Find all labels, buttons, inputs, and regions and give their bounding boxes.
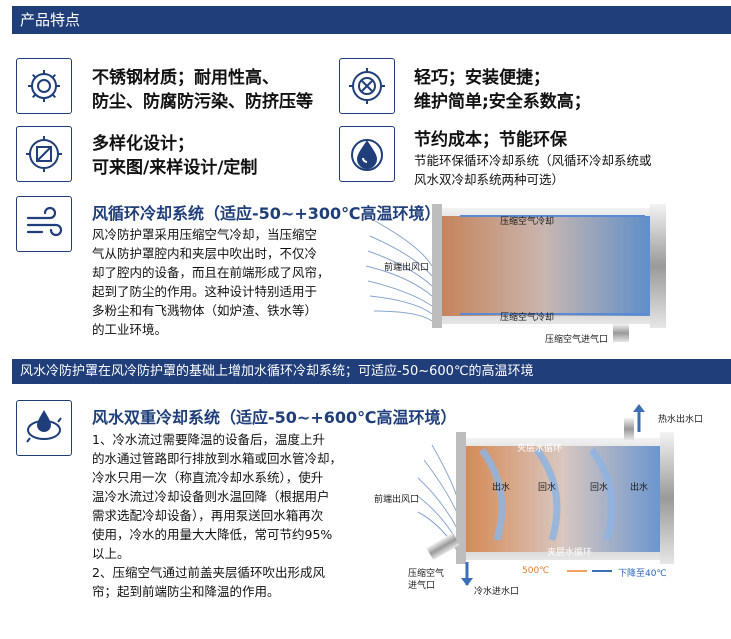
temp-high-label: 500℃ — [522, 566, 550, 576]
air-bottom-label: 压缩空气冷却 — [500, 313, 555, 323]
water-system-description: 1、冷水流过需要降温的设备后，温度上升 的水通过管路即行排放到水箱或回水管冷却，… — [92, 430, 362, 601]
water-line: 2、压缩空气通过前盖夹层循环吹出形成风 — [92, 565, 325, 580]
air-outlet-label: 前端出风口 — [384, 263, 430, 273]
flow-return-label: 回水 — [538, 483, 557, 493]
water-drop-icon — [339, 126, 395, 182]
air-line: 起到了防尘的作用。这种设计特别适用于 — [92, 284, 318, 299]
flow-out2-label: 出水 — [630, 483, 649, 493]
tools-gear-icon — [339, 58, 395, 114]
air-inlet-label: 压缩空气进气口 — [545, 335, 609, 345]
feature-1-title-line2: 防尘、防腐防污染、防挤压等 — [92, 92, 313, 112]
feature-4-title: 节约成本；节能环保 — [414, 130, 567, 150]
feature-2-title-line1: 轻巧；安装便捷； — [414, 68, 550, 88]
wind-icon — [16, 196, 72, 252]
water-line: 需求选配冷却设备），再用泵送回水箱再次 — [92, 508, 324, 523]
feature-3-title-line1: 多样化设计； — [92, 134, 194, 154]
water-system-title: 风水双重冷却系统（适应-50~+600℃高温环境） — [92, 408, 457, 427]
top-band-label: 夹层水循环 — [517, 444, 563, 454]
water-outlet-label: 前端出风口 — [374, 495, 420, 505]
water-cooling-diagram: 热水出水口 夹层水循环 夹层水循环 出水 回水 回水 出水 前端出风口 压缩空气… — [362, 400, 731, 636]
gear-icon — [16, 58, 72, 114]
air-line: 却了腔内的设备，而且在前端形成了风帘， — [92, 265, 330, 280]
flow-out-label: 出水 — [492, 483, 511, 493]
info-band: 风水冷防护罩在风冷防护罩的基础上增加水循环冷却系统；可适应-50~600℃的高温… — [12, 359, 731, 384]
feature-2-title-line2: 维护简单;安全系数高； — [414, 92, 591, 112]
air-line: 风冷防护罩采用压缩空气冷却，当压缩空 — [92, 227, 318, 242]
water-line: 的水通过管路即行排放到水箱或回水管冷却， — [92, 451, 343, 466]
flow-return2-label: 回水 — [590, 483, 609, 493]
air-line: 多粉尘和有飞溅物体（如炉渣、铁水等） — [92, 303, 318, 318]
air-cooling-diagram: 压缩空气冷却 压缩空气冷却 前端出风口 压缩空气进气口 — [360, 196, 731, 351]
feature-1-title-line1: 不锈钢材质；耐用性高、 — [92, 68, 279, 88]
feature-4-sub-line2: 风水双冷却系统两种可选） — [414, 172, 565, 187]
water-line: 冷水只用一次（称直流冷却水系统），使升 — [92, 470, 324, 485]
hot-water-outlet-label: 热水出水口 — [658, 415, 704, 425]
water-line: 温冷水流过冷却设备则水温回降（根据用户 — [92, 489, 330, 504]
water-line: 以上。 — [92, 546, 130, 561]
feature-3-title-line2: 可来图/来样设计/定制 — [92, 158, 258, 178]
design-gear-icon — [16, 126, 72, 182]
bottom-band-label: 夹层水循环 — [547, 548, 593, 558]
section-header: 产品特点 — [12, 6, 731, 34]
water-line: 帘；起到前端防尘和降温的作用。 — [92, 584, 280, 599]
air-inlet-label-1: 压缩空气 — [408, 569, 445, 579]
air-top-label: 压缩空气冷却 — [500, 217, 555, 227]
water-line: 1、冷水流过需要降温的设备后，温度上升 — [92, 432, 325, 447]
air-line: 的工业环境。 — [92, 322, 168, 337]
temp-low-label: 下降至40℃ — [618, 569, 667, 579]
water-cycle-icon — [16, 400, 72, 456]
feature-4-sub-line1: 节能环保循环冷却系统（风循环冷却系统或 — [414, 153, 652, 168]
air-line: 气从防护罩腔内和夹层中吹出时，不仅冷 — [92, 246, 318, 261]
cold-water-inlet-label: 冷水进水口 — [474, 587, 520, 597]
air-system-title: 风循环冷却系统（适应-50~+300℃高温环境） — [92, 204, 441, 223]
water-line: 使用，冷水的用量大大降低，常可节约95% — [92, 527, 333, 542]
air-inlet-label-2: 进气口 — [408, 581, 436, 591]
air-system-description: 风冷防护罩采用压缩空气冷却，当压缩空 气从防护罩腔内和夹层中吹出时，不仅冷 却了… — [92, 225, 354, 339]
